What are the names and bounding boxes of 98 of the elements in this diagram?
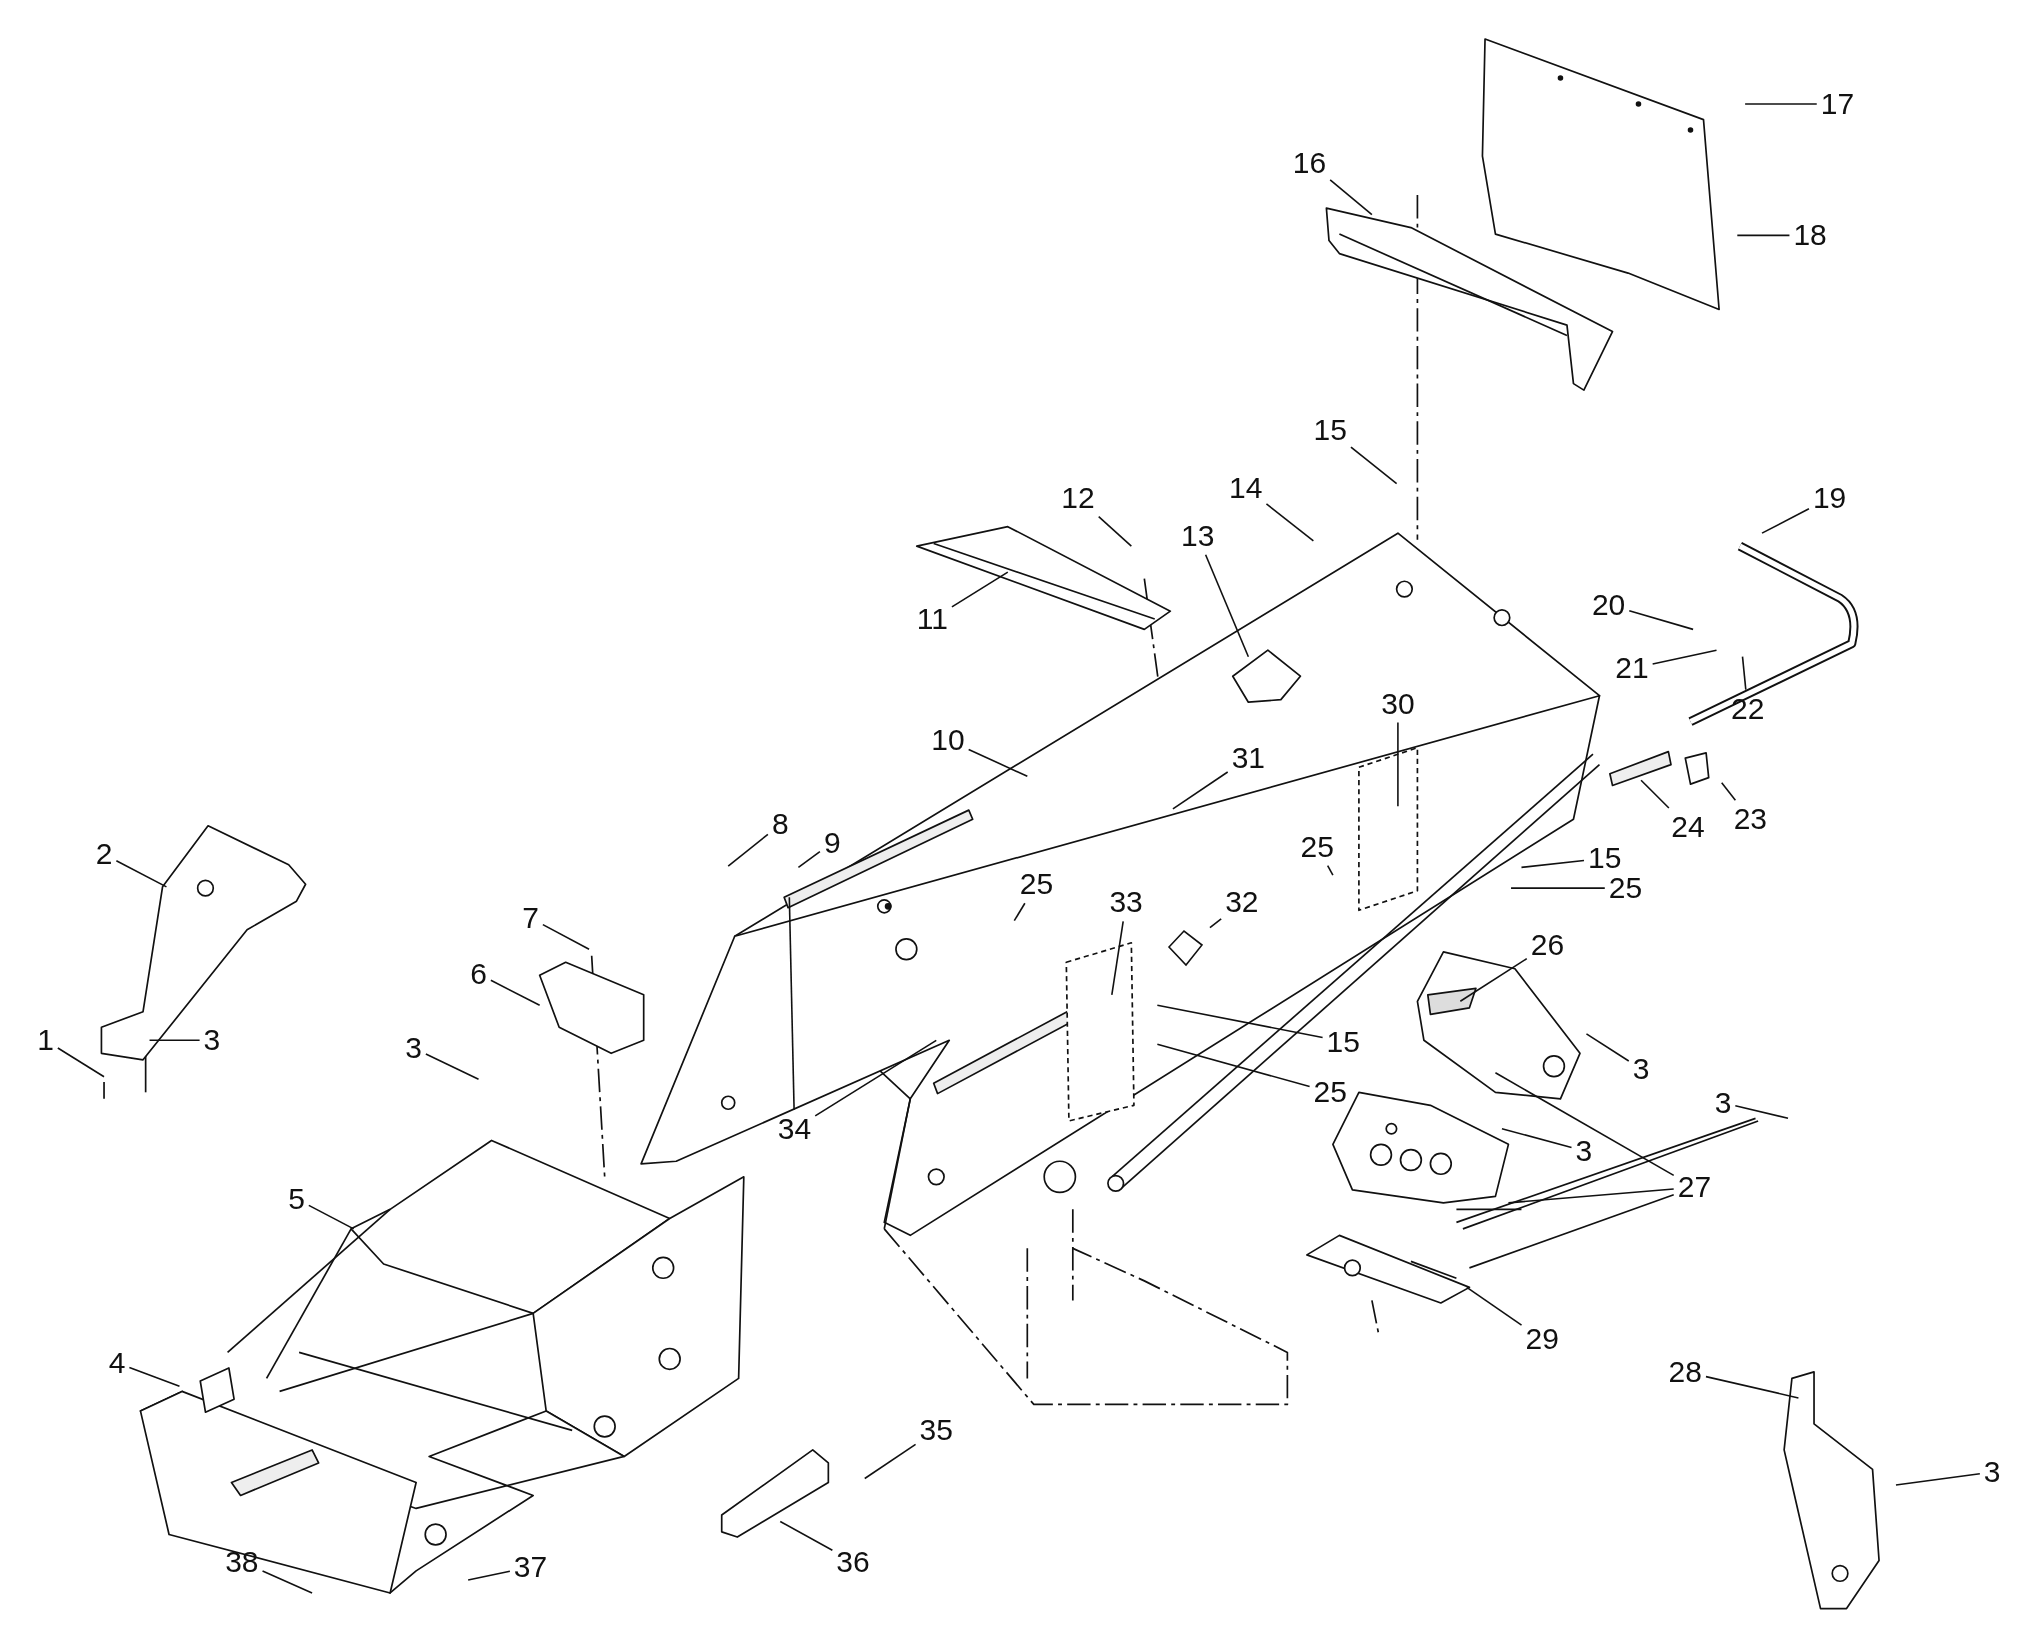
- callout-number: 20: [1591, 589, 1626, 620]
- leader-line: [1501, 1127, 1573, 1149]
- leader-line: [542, 923, 590, 951]
- leader-line: [1209, 918, 1222, 929]
- callout-number: 3: [1632, 1053, 1650, 1084]
- leader-line: [261, 1570, 313, 1594]
- leader-line: [148, 1039, 201, 1042]
- leader-line: [1761, 507, 1810, 534]
- leader-line: [1013, 902, 1026, 922]
- callout-number: 12: [1061, 483, 1095, 514]
- leader-line: [128, 1366, 181, 1387]
- leader-line: [1397, 721, 1399, 808]
- callout-number: 25: [1608, 873, 1643, 904]
- leader-line: [814, 1039, 938, 1117]
- callout-number: 30: [1381, 688, 1415, 719]
- leader-line: [1468, 1193, 1675, 1269]
- callout-number: 3: [405, 1033, 422, 1064]
- callout-number: 3: [1983, 1457, 2001, 1488]
- leader-line: [1326, 864, 1334, 876]
- callout-number: 23: [1733, 804, 1767, 835]
- leader-line: [1895, 1472, 1981, 1486]
- callout-number: 25: [1019, 869, 1054, 900]
- callout-number: 11: [916, 603, 948, 634]
- leader-line: [1466, 1286, 1523, 1326]
- leader-line: [490, 979, 541, 1006]
- leader-line: [951, 571, 1009, 608]
- leader-line: [1507, 1188, 1675, 1204]
- leader-line: [788, 896, 795, 1111]
- leader-line: [308, 1204, 355, 1230]
- callout-number: 3: [203, 1025, 221, 1056]
- callout-number: 37: [513, 1551, 548, 1582]
- leader-line: [1156, 1004, 1324, 1039]
- callout-number: 35: [919, 1415, 953, 1446]
- leader-line: [1585, 1033, 1630, 1062]
- callout-number: 15: [1326, 1026, 1360, 1057]
- leader-line: [1329, 179, 1373, 216]
- callout-number: 4: [108, 1347, 126, 1378]
- callout-number: 16: [1292, 147, 1327, 178]
- leader-line: [115, 859, 168, 888]
- leader-line: [1459, 957, 1528, 1003]
- callout-number: 10: [931, 724, 965, 755]
- leader-line: [1651, 649, 1718, 665]
- callout-number: 18: [1793, 220, 1827, 251]
- callout-number: 14: [1229, 472, 1263, 503]
- leader-line: [1172, 771, 1229, 810]
- leader-line: [1510, 887, 1606, 889]
- callout-number: 25: [1300, 831, 1334, 862]
- leader-line: [1156, 1043, 1311, 1088]
- leader-line: [797, 850, 821, 869]
- leader-line: [1520, 859, 1585, 869]
- callout-number: 7: [522, 903, 539, 934]
- callout-number: 22: [1731, 693, 1765, 724]
- callout-number: 3: [1575, 1135, 1593, 1166]
- callout-number: 27: [1677, 1172, 1712, 1203]
- callout-number: 8: [771, 809, 789, 840]
- callout-number: 36: [836, 1546, 870, 1577]
- callout-number: 19: [1812, 483, 1847, 514]
- callout-number: 28: [1668, 1356, 1702, 1387]
- leader-line: [779, 1520, 834, 1552]
- callout-number: 33: [1109, 887, 1143, 918]
- leader-line: [57, 1047, 105, 1078]
- callout-number: 3: [1714, 1087, 1732, 1118]
- leader-line: [1734, 1104, 1789, 1120]
- leader-line: [1350, 446, 1398, 485]
- callout-number: 34: [777, 1113, 812, 1144]
- callout-number: 24: [1671, 812, 1705, 843]
- leader-line: [1097, 515, 1133, 547]
- leader-line: [425, 1053, 480, 1081]
- leader-line: [863, 1443, 917, 1480]
- callout-number: 9: [823, 827, 841, 858]
- callout-number: 17: [1820, 89, 1855, 119]
- leader-line: [727, 833, 769, 867]
- leader-line: [1741, 655, 1747, 691]
- callout-number: 25: [1313, 1077, 1347, 1108]
- callout-number: 21: [1615, 653, 1649, 684]
- callout-number: 13: [1180, 520, 1215, 551]
- leader-line: [1720, 782, 1737, 802]
- callout-number: 26: [1530, 930, 1565, 961]
- leader-line: [467, 1570, 511, 1581]
- leader-line: [1265, 503, 1315, 542]
- callout-number: 5: [288, 1183, 305, 1214]
- callout-number: 15: [1313, 415, 1347, 446]
- leader-line: [1640, 779, 1670, 809]
- callout-number: 1: [37, 1025, 54, 1056]
- leader-line: [1705, 1375, 1800, 1399]
- leader-line: [1736, 234, 1791, 237]
- leader-line: [967, 748, 1029, 778]
- callout-number: 31: [1231, 743, 1266, 774]
- leader-line: [1744, 103, 1818, 105]
- leader-line: [1494, 1072, 1675, 1177]
- callout-number: 32: [1225, 887, 1259, 918]
- callout-number: 29: [1525, 1324, 1559, 1355]
- leader-line: [1628, 609, 1694, 631]
- callout-number: 6: [470, 959, 487, 989]
- callout-number: 15: [1588, 843, 1622, 874]
- callout-number: 38: [225, 1546, 259, 1577]
- callout-number: 2: [95, 839, 113, 870]
- leader-line: [1204, 553, 1250, 658]
